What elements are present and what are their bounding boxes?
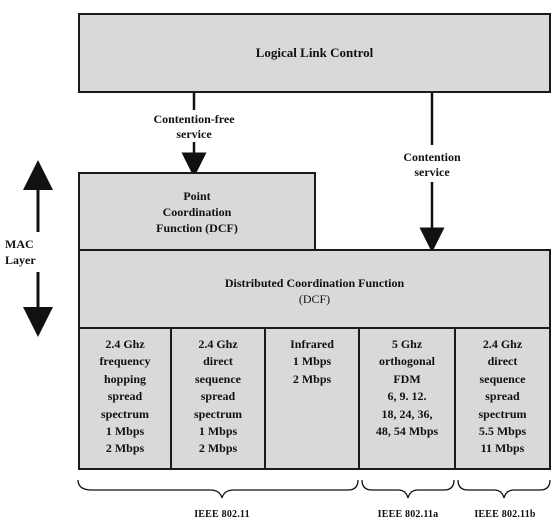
dcf-line1: Distributed Coordination Function bbox=[224, 276, 405, 290]
mac-layer-label: MAC Layer bbox=[5, 237, 36, 267]
phy-row bbox=[78, 327, 551, 470]
dcf-title: Distributed Coordination Function (DCF) bbox=[80, 275, 549, 307]
pcf-label: Point Coordination Function (DCF) bbox=[156, 188, 238, 235]
dcf-box: Distributed Coordination Function (DCF) bbox=[78, 249, 551, 329]
standard-ieee-80211b: IEEE 802.11b bbox=[474, 509, 536, 520]
phy-cell-dsss-11: 2.4 Ghz direct sequence spread spectrum … bbox=[172, 327, 266, 468]
phy-cell-dsss-11b: 2.4 Ghz direct sequence spread spectrum … bbox=[478, 337, 527, 456]
llc-label: Logical Link Control bbox=[255, 45, 374, 60]
brace-ieee-80211a bbox=[361, 479, 455, 499]
pcf-box: Point Coordination Function (DCF) bbox=[78, 172, 316, 251]
phy-cell-infrared: Infrared 1 Mbps 2 Mbps bbox=[266, 327, 360, 468]
contention-free-label: Contention-free service bbox=[153, 112, 235, 141]
standard-ieee-80211: IEEE 802.11 bbox=[194, 509, 250, 520]
llc-box: Logical Link Control bbox=[78, 13, 551, 93]
dcf-line2: (DCF) bbox=[298, 292, 331, 306]
brace-ieee-80211 bbox=[77, 479, 359, 499]
brace-ieee-80211b bbox=[457, 479, 551, 499]
phy-cell-fhss: 2.4 Ghz frequency hopping spread spectru… bbox=[80, 327, 172, 468]
contention-label: Contention service bbox=[403, 150, 461, 179]
phy-cell-ofdm: 5 Ghz orthogonal FDM 6, 9. 12. 18, 24, 3… bbox=[360, 327, 456, 468]
standard-ieee-80211a: IEEE 802.11a bbox=[377, 509, 439, 520]
